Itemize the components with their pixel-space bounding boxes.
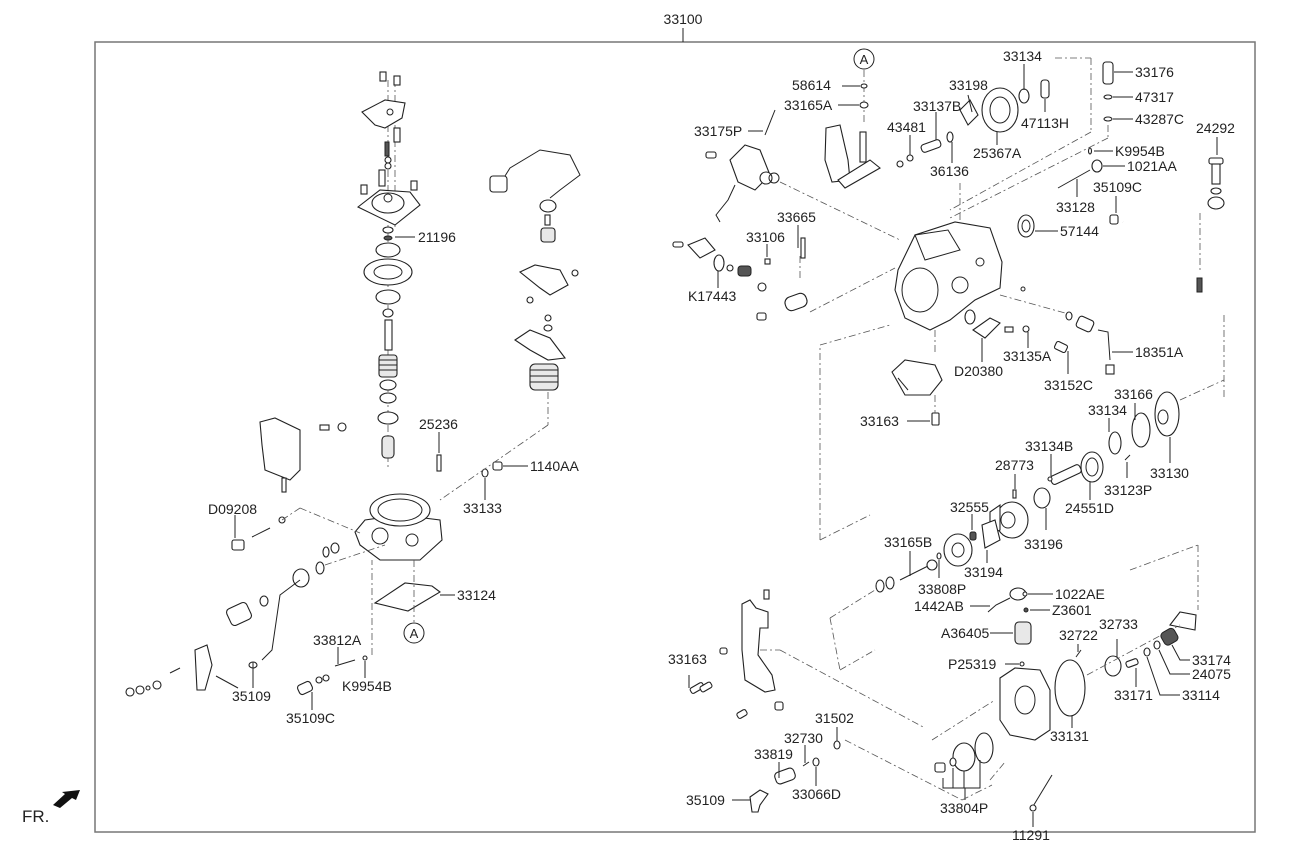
- svg-text:A: A: [410, 626, 419, 641]
- part-label-33665[interactable]: 33665: [777, 209, 816, 225]
- part-label-35109C-left[interactable]: 35109C: [286, 710, 335, 726]
- diagram-frame: [94, 41, 1256, 833]
- part-label-33176[interactable]: 33176: [1135, 64, 1174, 80]
- part-label-47113H[interactable]: 47113H: [1021, 115, 1069, 131]
- part-label-33106[interactable]: 33106: [746, 229, 785, 245]
- right-assembly: A 58614 33165A 33175P 43481 33137B: [668, 48, 1235, 843]
- part-label-33196[interactable]: 33196: [1024, 536, 1063, 552]
- part-label-D20380[interactable]: D20380: [954, 363, 1003, 379]
- part-label-33133[interactable]: 33133: [463, 500, 502, 516]
- part-label-33174[interactable]: 33174: [1192, 652, 1231, 668]
- part-label-33137B[interactable]: 33137B: [913, 98, 961, 114]
- part-label-32733[interactable]: 32733: [1099, 616, 1138, 632]
- part-label-D09208[interactable]: D09208: [208, 501, 257, 517]
- part-label-33152C[interactable]: 33152C: [1044, 377, 1093, 393]
- part-label-35109C-right[interactable]: 35109C: [1093, 179, 1142, 195]
- front-label: FR.: [22, 807, 49, 826]
- part-label-33812A[interactable]: 33812A: [313, 632, 362, 648]
- part-label-33114[interactable]: 33114: [1182, 687, 1220, 703]
- part-label-33804P[interactable]: 33804P: [940, 800, 988, 816]
- part-label-K9954B-left[interactable]: K9954B: [342, 678, 392, 694]
- part-label-33194[interactable]: 33194: [964, 564, 1003, 580]
- part-label-32555[interactable]: 32555: [950, 499, 989, 515]
- left-assembly: 21196 25236 1140AA 33133: [125, 71, 581, 726]
- part-label-32722[interactable]: 32722: [1059, 627, 1098, 643]
- part-label-33198[interactable]: 33198: [949, 77, 988, 93]
- part-label-21196[interactable]: 21196: [418, 229, 456, 245]
- part-label-33175P[interactable]: 33175P: [694, 123, 742, 139]
- part-label-25236[interactable]: 25236: [419, 416, 458, 432]
- reference-marker-a-upper: [853, 48, 875, 70]
- part-label-K9954B-right[interactable]: K9954B: [1115, 143, 1165, 159]
- part-label-43287C[interactable]: 43287C: [1135, 111, 1184, 127]
- part-label-33134B[interactable]: 33134B: [1025, 438, 1073, 454]
- part-label-58614[interactable]: 58614: [792, 77, 831, 93]
- part-label-35109-left[interactable]: 35109: [232, 688, 271, 704]
- part-label-11291[interactable]: 11291: [1012, 827, 1050, 843]
- part-label-33131[interactable]: 33131: [1050, 728, 1089, 744]
- main-part-number[interactable]: 33100: [664, 11, 703, 27]
- part-label-33124[interactable]: 33124: [457, 587, 496, 603]
- part-label-33171[interactable]: 33171: [1114, 687, 1153, 703]
- part-label-1140AA[interactable]: 1140AA: [530, 458, 579, 474]
- part-label-24075[interactable]: 24075: [1192, 666, 1231, 682]
- part-label-33163-mid[interactable]: 33163: [860, 413, 899, 429]
- part-label-33123P[interactable]: 33123P: [1104, 482, 1152, 498]
- part-label-28773[interactable]: 28773: [995, 457, 1034, 473]
- reference-marker-a-lower: [403, 622, 425, 644]
- part-label-33128[interactable]: 33128: [1056, 199, 1095, 215]
- part-label-33165A[interactable]: 33165A: [784, 97, 833, 113]
- part-label-24551D[interactable]: 24551D: [1065, 500, 1114, 516]
- part-label-18351A[interactable]: 18351A: [1135, 344, 1184, 360]
- part-label-33819[interactable]: 33819: [754, 746, 793, 762]
- part-label-43481[interactable]: 43481: [887, 119, 926, 135]
- front-arrow-icon: [53, 790, 80, 808]
- part-label-33130[interactable]: 33130: [1150, 465, 1189, 481]
- part-label-31502[interactable]: 31502: [815, 710, 854, 726]
- part-label-33134-top[interactable]: 33134: [1003, 48, 1042, 64]
- part-label-P25319[interactable]: P25319: [948, 656, 996, 672]
- part-label-A36405[interactable]: A36405: [941, 625, 989, 641]
- part-label-33165B[interactable]: 33165B: [884, 534, 932, 550]
- part-label-33166[interactable]: 33166: [1114, 386, 1153, 402]
- part-label-1022AE[interactable]: 1022AE: [1055, 586, 1105, 602]
- svg-text:A: A: [860, 52, 869, 67]
- part-label-Z3601[interactable]: Z3601: [1052, 602, 1092, 618]
- part-label-35109-right[interactable]: 35109: [686, 792, 725, 808]
- part-label-32730[interactable]: 32730: [784, 730, 823, 746]
- part-label-33134-mid[interactable]: 33134: [1088, 402, 1127, 418]
- part-label-33808P[interactable]: 33808P: [918, 581, 966, 597]
- part-label-1442AB[interactable]: 1442AB: [914, 598, 964, 614]
- part-label-57144[interactable]: 57144: [1060, 223, 1099, 239]
- part-label-33163-low[interactable]: 33163: [668, 651, 707, 667]
- part-label-1021AA[interactable]: 1021AA: [1127, 158, 1177, 174]
- part-label-24292[interactable]: 24292: [1196, 120, 1235, 136]
- part-label-33066D[interactable]: 33066D: [792, 786, 841, 802]
- part-label-36136[interactable]: 36136: [930, 163, 969, 179]
- part-label-47317[interactable]: 47317: [1135, 89, 1174, 105]
- part-label-33135A[interactable]: 33135A: [1003, 348, 1052, 364]
- front-direction-indicator: FR.: [22, 790, 80, 826]
- part-label-K17443[interactable]: K17443: [688, 288, 736, 304]
- part-label-25367A[interactable]: 25367A: [973, 145, 1022, 161]
